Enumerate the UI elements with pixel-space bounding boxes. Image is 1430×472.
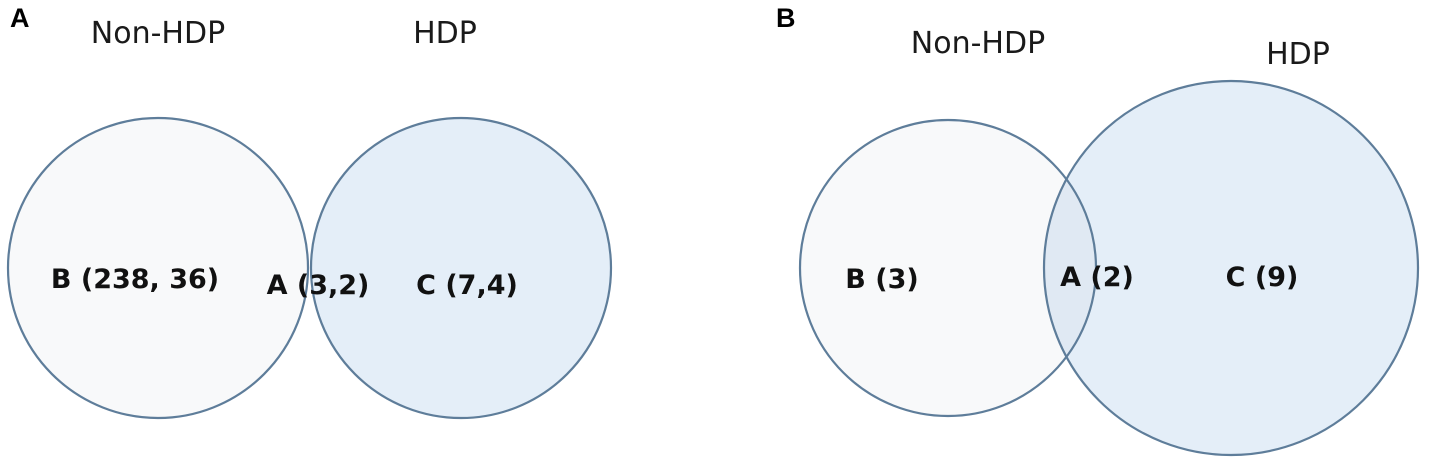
panel-a-left-set-title: Non-HDP [91, 16, 225, 51]
panel-b-hdp-circle [1044, 81, 1418, 455]
panel-a-hdp-circle [311, 118, 611, 418]
panel-a-region-c-label: C (7,4) [416, 270, 518, 301]
panel-b-hdp-outline [1042, 79, 1420, 457]
panel-b-region-a-label: A (2) [1060, 262, 1134, 293]
panel-a-region-a-label: A (3,2) [267, 270, 370, 301]
panel-a-letter: A [10, 3, 30, 33]
panel-a: A Non-HDP HDP B (238, 36) A (3,2) C (7,4… [6, 3, 613, 420]
panel-a-non-hdp-outline [6, 116, 310, 420]
panel-b: B Non-HDP HDP B (3) A (2) C (9) [776, 3, 1420, 457]
panel-a-hdp-outline [309, 116, 613, 420]
panel-b-region-b-label: B (3) [845, 264, 918, 295]
panel-b-right-set-title: HDP [1266, 37, 1330, 72]
panel-b-non-hdp-outline [798, 118, 1098, 418]
panel-b-non-hdp-circle [800, 120, 1096, 416]
panel-b-left-set-title: Non-HDP [911, 26, 1045, 61]
panel-a-non-hdp-circle [8, 118, 308, 418]
panel-b-letter: B [776, 3, 796, 33]
panel-a-right-set-title: HDP [413, 16, 477, 51]
panel-b-region-c-label: C (9) [1226, 262, 1299, 293]
panel-a-region-b-label: B (238, 36) [51, 264, 219, 295]
